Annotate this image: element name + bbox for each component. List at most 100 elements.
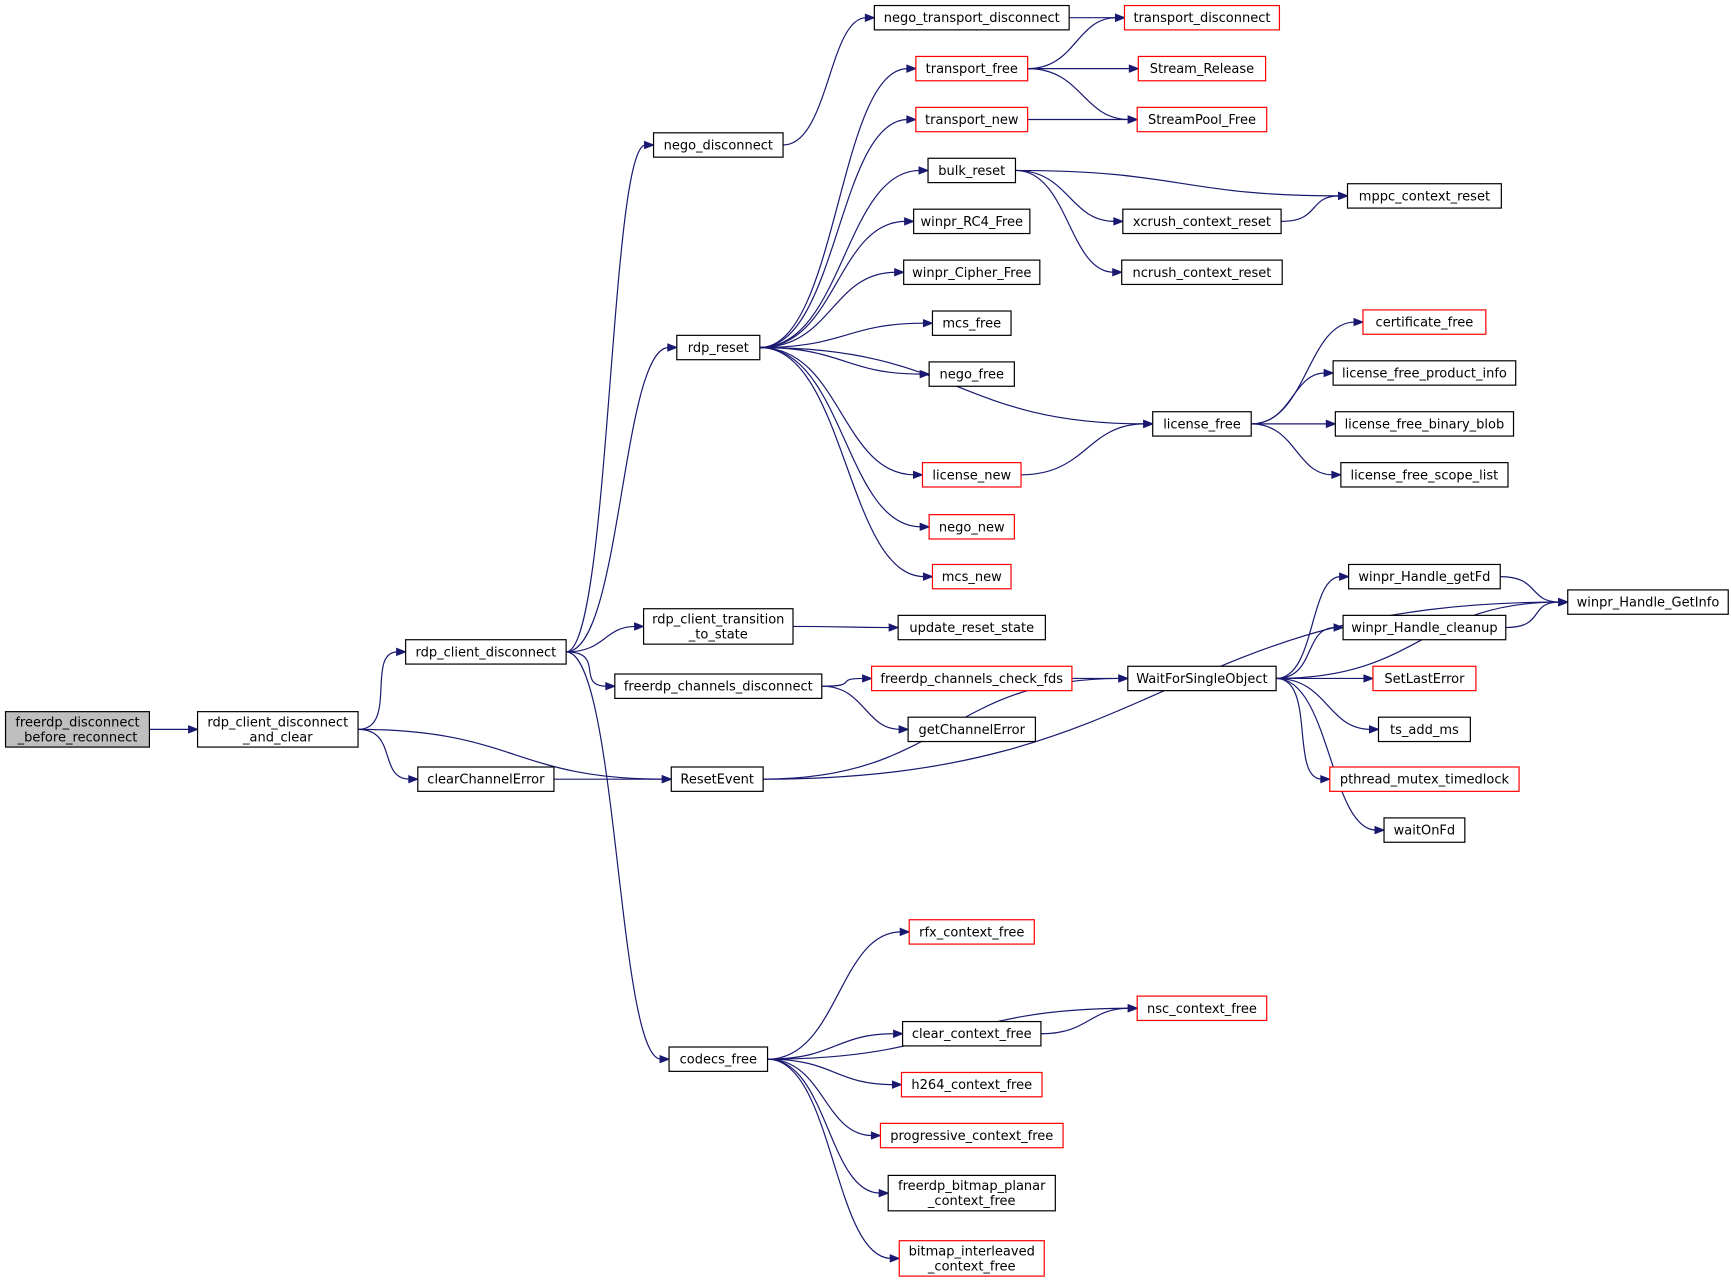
node-bulk_reset[interactable]: bulk_reset — [927, 157, 1017, 184]
node-StreamPool_Free[interactable]: StreamPool_Free — [1136, 106, 1268, 133]
node-mcs_new[interactable]: mcs_new — [931, 563, 1012, 590]
node-xcrush_context_reset[interactable]: xcrush_context_reset — [1122, 208, 1282, 235]
node-progressive_context_free[interactable]: progressive_context_free — [879, 1122, 1064, 1149]
node-codecs_free[interactable]: codecs_free — [668, 1046, 769, 1072]
node-box[interactable] — [927, 157, 1017, 184]
node-box[interactable] — [652, 132, 784, 158]
node-license_free_binary_blob[interactable]: license_free_binary_blob — [1334, 411, 1515, 437]
node-box[interactable] — [903, 259, 1041, 286]
node-clear_context_free[interactable]: clear_context_free — [901, 1020, 1042, 1047]
node-rfx_context_free[interactable]: rfx_context_free — [908, 919, 1035, 945]
node-bitmap_interleaved_context_free[interactable]: bitmap_interleaved_context_free — [898, 1240, 1045, 1277]
node-box[interactable] — [417, 766, 555, 792]
node-pthread_mutex_timedlock[interactable]: pthread_mutex_timedlock — [1329, 766, 1520, 792]
node-box[interactable] — [931, 310, 1012, 336]
node-box[interactable] — [1346, 183, 1502, 209]
node-box[interactable] — [901, 1020, 1042, 1047]
node-nsc_context_free[interactable]: nsc_context_free — [1136, 995, 1268, 1022]
node-box[interactable] — [1372, 665, 1477, 692]
node-mppc_context_reset[interactable]: mppc_context_reset — [1346, 183, 1502, 209]
node-rdp_reset[interactable]: rdp_reset — [676, 334, 761, 361]
node-rdp_client_disconnect[interactable]: rdp_client_disconnect — [405, 639, 567, 665]
node-box[interactable] — [931, 563, 1012, 590]
node-box[interactable] — [405, 639, 567, 665]
node-license_free_product_info[interactable]: license_free_product_info — [1332, 360, 1517, 386]
node-ResetEvent[interactable]: ResetEvent — [670, 766, 764, 792]
node-box[interactable] — [642, 608, 794, 645]
node-box[interactable] — [1340, 462, 1509, 488]
node-box[interactable] — [1567, 589, 1729, 615]
node-box[interactable] — [907, 716, 1036, 743]
node-winpr_Handle_cleanup[interactable]: winpr_Handle_cleanup — [1342, 614, 1507, 641]
node-winpr_Handle_getFd[interactable]: winpr_Handle_getFd — [1348, 563, 1501, 590]
node-box[interactable] — [1123, 4, 1281, 31]
node-h264_context_free[interactable]: h264_context_free — [900, 1071, 1043, 1098]
node-box[interactable] — [1329, 766, 1520, 792]
node-transport_disconnect[interactable]: transport_disconnect — [1123, 4, 1281, 31]
node-mcs_free[interactable]: mcs_free — [931, 310, 1012, 336]
node-box[interactable] — [915, 106, 1029, 133]
node-nego_new[interactable]: nego_new — [928, 514, 1015, 540]
node-transport_free[interactable]: transport_free — [915, 55, 1029, 82]
node-WaitForSingleObject[interactable]: WaitForSingleObject — [1127, 665, 1277, 692]
node-box[interactable] — [870, 665, 1073, 692]
node-winpr_Cipher_Free[interactable]: winpr_Cipher_Free — [903, 259, 1041, 286]
node-box[interactable] — [1348, 563, 1501, 590]
node-ncrush_context_reset[interactable]: ncrush_context_reset — [1121, 259, 1283, 286]
node-box[interactable] — [1137, 55, 1267, 82]
node-winpr_RC4_Free[interactable]: winpr_RC4_Free — [913, 208, 1031, 235]
node-ts_add_ms[interactable]: ts_add_ms — [1377, 716, 1471, 743]
node-box[interactable] — [915, 55, 1029, 82]
node-box[interactable] — [670, 766, 764, 792]
node-box[interactable] — [928, 514, 1015, 540]
node-freerdp_channels_check_fds[interactable]: freerdp_channels_check_fds — [870, 665, 1073, 692]
node-box[interactable] — [887, 1174, 1056, 1212]
node-license_new[interactable]: license_new — [921, 462, 1022, 488]
node-winpr_Handle_GetInfo[interactable]: winpr_Handle_GetInfo — [1567, 589, 1729, 615]
node-box[interactable] — [1121, 259, 1283, 286]
node-rdp_client_disconnect_and_clear[interactable]: rdp_client_disconnect_and_clear — [196, 711, 359, 748]
node-box[interactable] — [908, 919, 1035, 945]
node-freerdp_channels_disconnect[interactable]: freerdp_channels_disconnect — [614, 673, 823, 699]
node-box[interactable] — [879, 1122, 1064, 1149]
node-box[interactable] — [196, 711, 359, 748]
node-box[interactable] — [1342, 614, 1507, 641]
node-root[interactable]: freerdp_disconnect_before_reconnect — [4, 711, 151, 748]
node-box[interactable] — [668, 1046, 769, 1072]
node-transport_new[interactable]: transport_new — [915, 106, 1029, 133]
node-box[interactable] — [1383, 817, 1466, 843]
node-waitOnFd[interactable]: waitOnFd — [1383, 817, 1466, 843]
node-nego_disconnect[interactable]: nego_disconnect — [652, 132, 784, 158]
node-nego_transport_disconnect[interactable]: nego_transport_disconnect — [873, 4, 1070, 31]
node-SetLastError[interactable]: SetLastError — [1372, 665, 1477, 692]
node-box[interactable] — [1152, 411, 1252, 437]
node-box[interactable] — [1334, 411, 1515, 437]
node-clearChannelError[interactable]: clearChannelError — [417, 766, 555, 792]
node-box[interactable] — [1136, 995, 1268, 1022]
node-box[interactable] — [1377, 716, 1471, 743]
node-box[interactable] — [1332, 360, 1517, 386]
node-box[interactable] — [1127, 665, 1277, 692]
node-box[interactable] — [1362, 309, 1487, 335]
node-license_free[interactable]: license_free — [1152, 411, 1252, 437]
node-box[interactable] — [913, 208, 1031, 235]
node-box[interactable] — [614, 673, 823, 699]
node-box[interactable] — [4, 711, 151, 748]
node-box[interactable] — [1122, 208, 1282, 235]
node-certificate_free[interactable]: certificate_free — [1362, 309, 1487, 335]
node-getChannelError[interactable]: getChannelError — [907, 716, 1036, 743]
node-license_free_scope_list[interactable]: license_free_scope_list — [1340, 462, 1509, 488]
node-box[interactable] — [921, 462, 1022, 488]
node-box[interactable] — [928, 361, 1015, 387]
node-box[interactable] — [898, 1240, 1045, 1277]
node-box[interactable] — [900, 1071, 1043, 1098]
node-box[interactable] — [873, 4, 1070, 31]
node-box[interactable] — [897, 614, 1046, 641]
node-Stream_Release[interactable]: Stream_Release — [1137, 55, 1267, 82]
node-box[interactable] — [1136, 106, 1268, 133]
node-box[interactable] — [676, 334, 761, 361]
node-update_reset_state[interactable]: update_reset_state — [897, 614, 1046, 641]
node-nego_free[interactable]: nego_free — [928, 361, 1015, 387]
node-rdp_client_transition_to_state[interactable]: rdp_client_transition_to_state — [642, 608, 794, 645]
node-freerdp_bitmap_planar_context_free[interactable]: freerdp_bitmap_planar_context_free — [887, 1174, 1056, 1212]
